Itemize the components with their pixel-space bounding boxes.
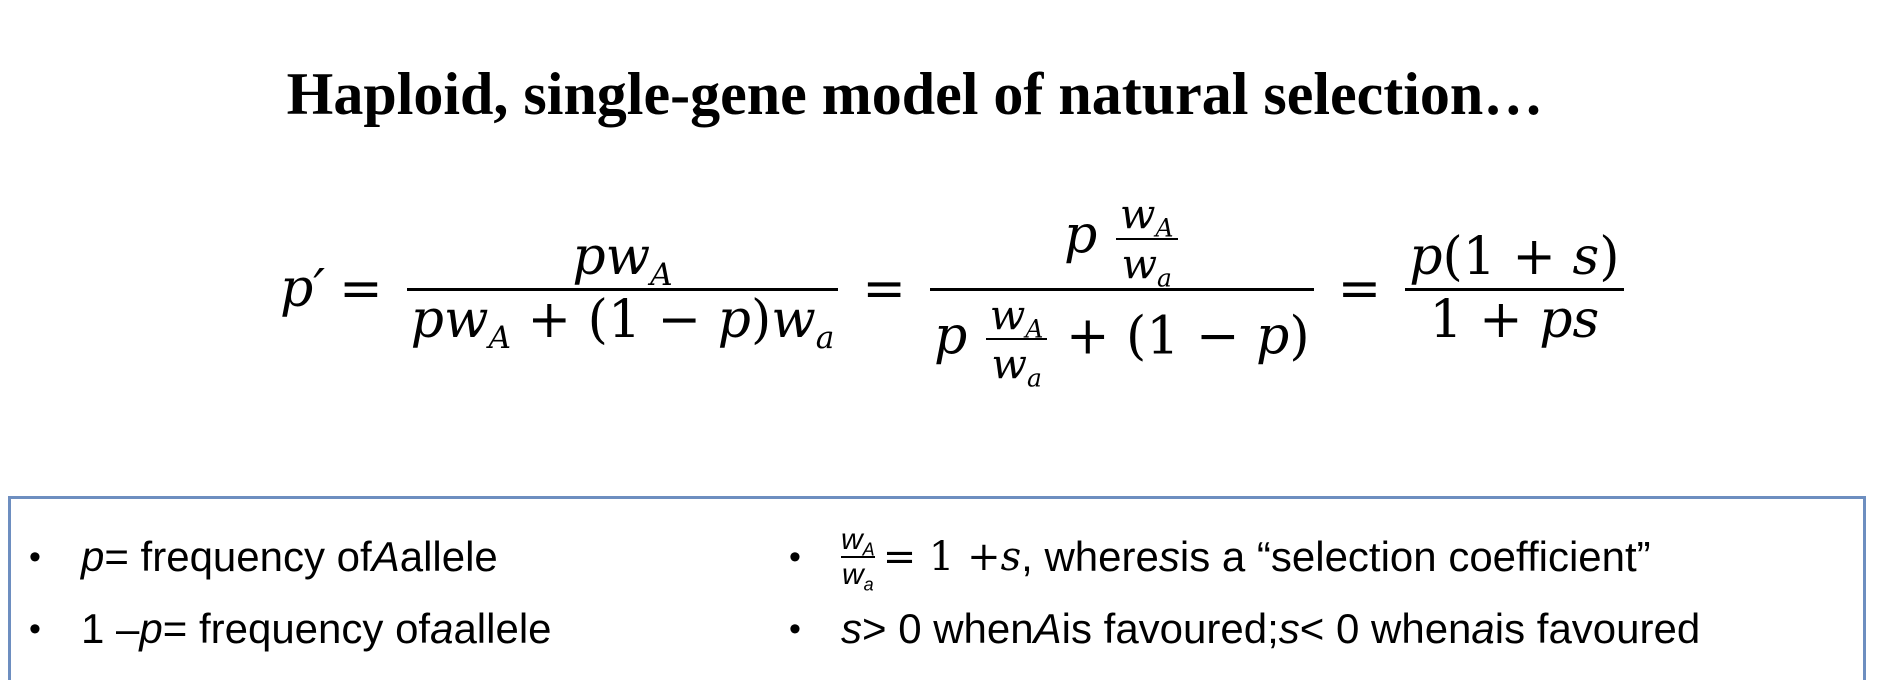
bullet: •: [29, 537, 41, 576]
equals-sign: =: [339, 259, 383, 320]
bullet: •: [789, 537, 801, 576]
list-item: • wA wa = 1 + s , where s is a “selectio…: [789, 523, 1651, 595]
definitions-left-column: • p = frequency of A allele • 1 – p = fr…: [29, 521, 552, 665]
equals-sign: =: [1337, 259, 1382, 320]
definitions-box: • p = frequency of A allele • 1 – p = fr…: [8, 496, 1866, 680]
equals-sign: =: [862, 259, 906, 320]
list-item: • s > 0 when A is favoured; s < 0 when a…: [789, 605, 1701, 652]
fitness-ratio: wA wa: [841, 523, 875, 595]
list-item: • 1 – p = frequency of a allele: [29, 605, 552, 652]
fraction-1: pwA pwA + (1 − p)wa: [406, 227, 839, 353]
definitions-right-column: • wA wa = 1 + s , where s is a “selectio…: [789, 521, 1700, 665]
list-item: • p = frequency of A allele: [29, 533, 498, 580]
fraction-bar: [406, 287, 839, 291]
page-title: Haploid, single-gene model of natural se…: [286, 61, 1544, 127]
fraction-bar: [929, 287, 1314, 291]
bullet: •: [29, 609, 41, 648]
bullet: •: [789, 609, 801, 648]
equation-lhs: p′: [280, 259, 326, 320]
selection-equation: p′ = pwA pwA + (1 − p)wa = p wA wa p wA: [280, 190, 1634, 391]
fraction-3: p(1 + s) 1 + ps: [1405, 227, 1624, 351]
fraction-bar: [1405, 287, 1624, 291]
fraction-2: p wA wa p wA wa + (1 − p): [929, 190, 1314, 391]
